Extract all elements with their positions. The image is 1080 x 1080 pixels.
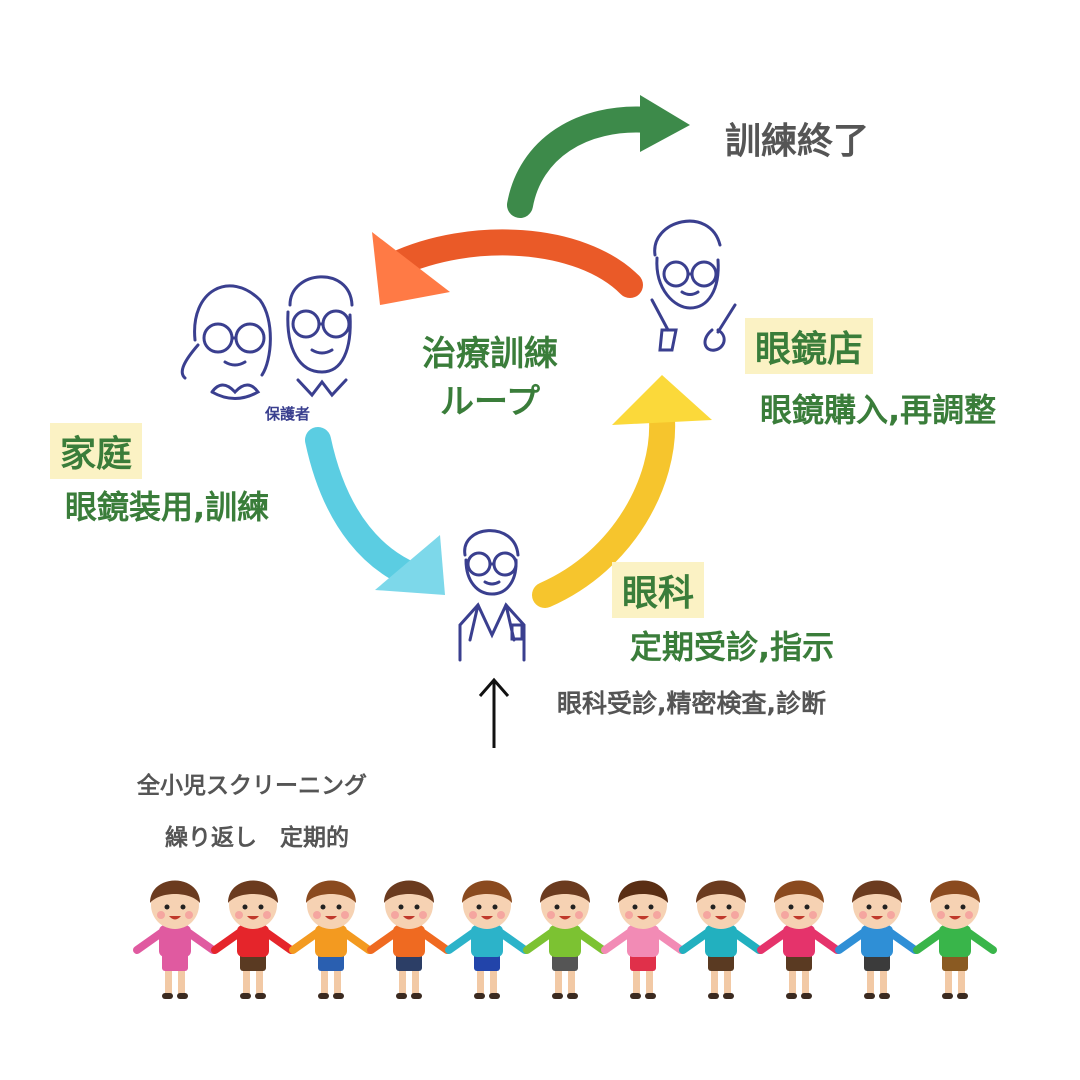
screening-arrow [478,677,510,748]
child-figure [523,880,607,999]
optical-shop-action: 眼鏡購入,再調整 [760,391,997,429]
child-figure [757,880,841,999]
loop-title-line2: ループ [440,382,540,422]
child-figure [211,880,295,999]
optical-shop-label: 眼鏡店 [745,318,874,374]
loop-arrow-yellow [532,375,712,608]
screening-frequency-label: 繰り返し 定期的 [165,825,349,851]
loop-arrow-blue [305,427,445,595]
training-end-label: 訓練終了 [725,121,870,162]
optician-illustration [650,219,737,352]
loop-arrow-orange [372,229,643,305]
home-action: 眼鏡装用,訓練 [65,488,270,526]
child-figure [679,880,763,999]
guardian-caption: 保護者 [265,405,311,423]
child-figure [133,880,217,999]
loop-title-line1: 治療訓練 [422,334,558,374]
loop-title: 治療訓練 ループ [395,330,585,426]
ophthalmology-label: 眼科 [612,562,705,618]
screening-label: 全小児スクリーニング [137,773,367,799]
ophthalmology-action: 定期受診,指示 [630,628,835,666]
guardian-illustration [180,275,354,400]
child-figure [289,880,373,999]
training-end-arrow [507,95,690,218]
doctor-illustration [458,529,526,662]
child-figure [367,880,451,999]
children-group [133,880,997,999]
child-figure [601,880,685,999]
child-figure [913,880,997,999]
child-figure [835,880,919,999]
child-figure [445,880,529,999]
ophthalmology-entry-label: 眼科受診,精密検査,診断 [557,689,826,718]
home-label: 家庭 [50,423,143,479]
